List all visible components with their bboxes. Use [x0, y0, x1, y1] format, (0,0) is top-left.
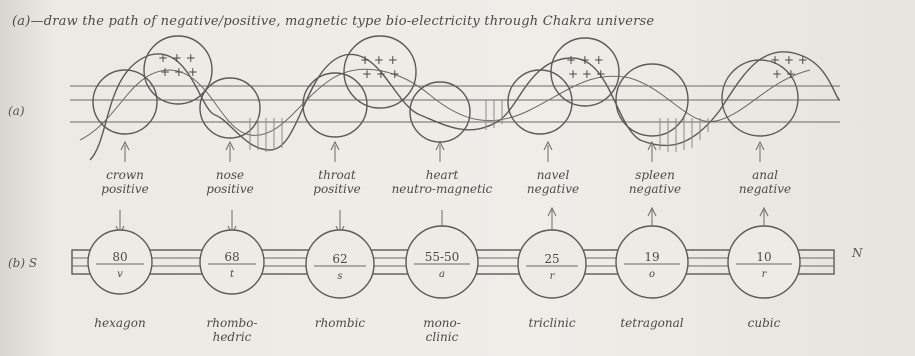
- crystal-label: rhombo- hedric: [206, 316, 258, 344]
- stage-upper-label: crown positive: [101, 168, 149, 196]
- stage-number: 80: [112, 250, 128, 264]
- navel-circle: [507, 69, 573, 135]
- svg-text:+ + +: + + +: [362, 67, 400, 81]
- monoclinic-circle: [405, 225, 479, 299]
- anal-circle: [721, 59, 799, 137]
- row1-marker: (a): [8, 104, 25, 118]
- throat-aura-circle: [343, 35, 417, 109]
- tetragonal-circle: [615, 225, 689, 299]
- wave-path: [89, 51, 841, 161]
- rhombohedric-circle: [199, 229, 265, 295]
- svg-text:+ + +: + + +: [160, 65, 198, 79]
- svg-text:+ + +: + + +: [568, 67, 606, 81]
- heading-text: (a)—draw the path of negative/positive, …: [12, 14, 655, 29]
- stage-sub: s: [337, 271, 343, 282]
- stage-sub: r: [549, 271, 555, 282]
- stage-number: 19: [644, 250, 660, 264]
- crown-circle: [92, 69, 158, 135]
- upper-circles: [92, 35, 799, 143]
- stage-number: 68: [224, 250, 240, 264]
- stage-upper-label: anal negative: [738, 168, 792, 196]
- cubic-circle: [727, 225, 801, 299]
- stage-sub: o: [648, 269, 656, 280]
- stage-number: 62: [332, 252, 348, 266]
- crystal-label: tetragonal: [620, 316, 684, 330]
- stage-sub: r: [761, 269, 767, 280]
- stage-sub: v: [117, 269, 123, 280]
- stage-number: 25: [544, 252, 560, 266]
- stage-upper-label: spleen negative: [628, 168, 682, 196]
- navel-aura-circle: [550, 37, 620, 107]
- throat-circle: [302, 72, 368, 138]
- plus-marks: + + + + + + + + + + + + + + + + + + + + …: [158, 51, 808, 81]
- stage-upper-label: heart neutro-magnetic: [391, 168, 493, 196]
- stage-number: 10: [756, 250, 772, 264]
- row2-marker: (b) S: [8, 256, 38, 270]
- rhombic-circle: [305, 229, 375, 299]
- nose-circle: [199, 77, 261, 139]
- svg-text:+ + +: + + +: [770, 53, 808, 67]
- stage-sub: t: [229, 269, 235, 280]
- stage-number: 55-50: [424, 250, 460, 264]
- hexagon-circle: [87, 229, 153, 295]
- crown-aura-circle: [143, 35, 213, 105]
- crystal-label: rhombic: [314, 316, 366, 330]
- crystal-label: triclinic: [528, 316, 576, 330]
- upper-arrows: [120, 140, 765, 162]
- stage-sub: a: [439, 269, 445, 280]
- svg-text:+ +: + +: [772, 67, 796, 81]
- crystal-label: mono- clinic: [423, 316, 461, 344]
- triclinic-circle: [517, 229, 587, 299]
- crystal-label: hexagon: [94, 316, 146, 330]
- svg-text:+ + +: + + +: [158, 51, 196, 65]
- spleen-circle: [615, 63, 689, 137]
- svg-text:+ + +: + + +: [360, 53, 398, 67]
- crystal-label: cubic: [747, 316, 781, 330]
- heart-circle: [409, 81, 471, 143]
- svg-text:+ + +: + + +: [566, 53, 604, 67]
- stage-upper-label: nose positive: [206, 168, 254, 196]
- wave-hatching: [249, 100, 709, 152]
- middle-arrows: [115, 206, 769, 236]
- wave-path-secondary: [79, 68, 811, 141]
- stage-upper-label: throat positive: [313, 168, 361, 196]
- lower-circles: [87, 225, 801, 299]
- row2-end-marker: N: [852, 246, 863, 260]
- stage-upper-label: navel negative: [526, 168, 580, 196]
